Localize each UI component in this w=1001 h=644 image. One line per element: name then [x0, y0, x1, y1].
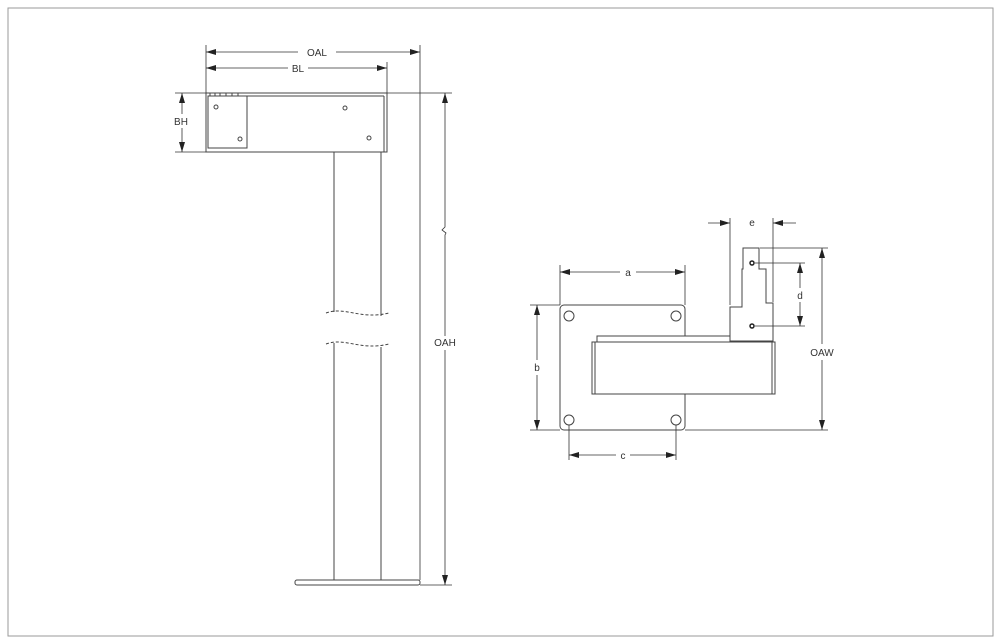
- top-view: a b c d e OAW: [530, 218, 834, 462]
- oaw-label: OAW: [810, 348, 834, 359]
- c-label: c: [621, 451, 626, 462]
- oal-label: OAL: [307, 48, 327, 59]
- bh-label: BH: [174, 117, 188, 128]
- hole: [563, 310, 575, 322]
- bracket-box: [591, 341, 776, 395]
- hole: [563, 414, 575, 426]
- pole: [294, 152, 421, 586]
- e-label: e: [749, 218, 755, 229]
- bl-label: BL: [292, 64, 305, 75]
- upright-tab: [729, 247, 774, 342]
- b-label: b: [534, 363, 540, 374]
- hole: [213, 104, 219, 110]
- drawing-frame: [7, 7, 994, 637]
- side-view: OAL BL BH OAH: [174, 45, 456, 586]
- a-label: a: [625, 268, 631, 279]
- hole: [670, 414, 682, 426]
- hole: [237, 136, 243, 142]
- bracket-box: [205, 92, 388, 153]
- hole: [670, 310, 682, 322]
- base-plate: [294, 579, 421, 586]
- d-label: d: [797, 291, 803, 302]
- hole: [366, 135, 372, 141]
- oah-label: OAH: [434, 338, 456, 349]
- hole: [342, 105, 348, 111]
